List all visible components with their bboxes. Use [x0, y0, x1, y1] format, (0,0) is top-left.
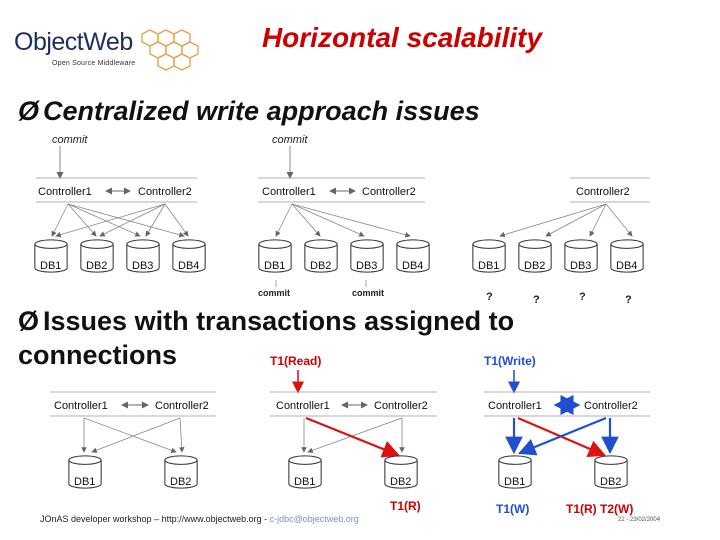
question-mark: ?: [625, 294, 632, 306]
db2-label: DB2: [86, 260, 107, 272]
page-number: 22 - 23/02/2004: [618, 517, 661, 523]
footer-text: JOnAS developer workshop – http://www.ob…: [40, 514, 359, 524]
db1-label: DB1: [294, 476, 315, 488]
controller2-label: Controller2: [138, 186, 192, 198]
bullet-text: Issues with transactions assigned to con…: [18, 306, 515, 370]
controller1-label: Controller1: [262, 186, 316, 198]
db3-label: DB3: [356, 260, 377, 272]
logo-wordmark: ObjectWeb: [14, 28, 133, 56]
controller2-label: Controller2: [584, 400, 638, 412]
bullet-text: Centralized write approach issues: [43, 96, 480, 126]
controller1-label: Controller1: [488, 400, 542, 412]
slide-title: Horizontal scalability: [261, 22, 543, 53]
db1-label: DB1: [74, 476, 95, 488]
db1-label: DB1: [504, 476, 525, 488]
db2-label: DB2: [310, 260, 331, 272]
diagram-row2: T1(Read) T1(Write) Controller1 Controlle…: [50, 354, 650, 516]
objectweb-logo: ObjectWeb Open Source Middleware: [14, 20, 204, 82]
t1-read-label: T1(Read): [270, 354, 321, 368]
commit-label: commit: [258, 288, 290, 298]
controller2-label: Controller2: [362, 186, 416, 198]
db4-label: DB4: [616, 260, 637, 272]
db1-label: DB1: [40, 260, 61, 272]
db2-label: DB2: [524, 260, 545, 272]
commit-label: commit: [272, 134, 308, 146]
db2-label: DB2: [600, 476, 621, 488]
bullet-arrow-icon: Ø: [18, 306, 40, 336]
footer-email-link[interactable]: c-jdbc@objectweb.org: [269, 514, 359, 524]
question-mark: ?: [579, 291, 586, 303]
question-mark: ?: [486, 291, 493, 303]
commit-label: commit: [352, 288, 384, 298]
logo-subtitle: Open Source Middleware: [52, 60, 136, 67]
controller2-label: Controller2: [374, 400, 428, 412]
controller2-label: Controller2: [576, 186, 630, 198]
controller1-label: Controller1: [276, 400, 330, 412]
db2-label: DB2: [390, 476, 411, 488]
controller1-label: Controller1: [38, 186, 92, 198]
t1-write-label: T1(Write): [484, 354, 536, 368]
controller2-label: Controller2: [155, 400, 209, 412]
diagram-row1: commit commit Controller1 Controller2 DB…: [34, 134, 650, 306]
db3-label: DB3: [132, 260, 153, 272]
db2-label: DB2: [170, 476, 191, 488]
db4-label: DB4: [178, 260, 199, 272]
bullet-arrow-icon: Ø: [18, 96, 40, 126]
db3-label: DB3: [570, 260, 591, 272]
db1-label: DB1: [264, 260, 285, 272]
t1-r-label: T1(R): [390, 499, 421, 513]
db4-label: DB4: [402, 260, 423, 272]
controller1-label: Controller1: [54, 400, 108, 412]
db1-label: DB1: [478, 260, 499, 272]
t1-w-label: T1(W): [496, 502, 529, 516]
hexagon-logo-icon: [141, 29, 199, 71]
question-mark: ?: [533, 294, 540, 306]
t1r-t2w-label: T1(R) T2(W): [566, 502, 633, 516]
commit-label: commit: [52, 134, 88, 146]
